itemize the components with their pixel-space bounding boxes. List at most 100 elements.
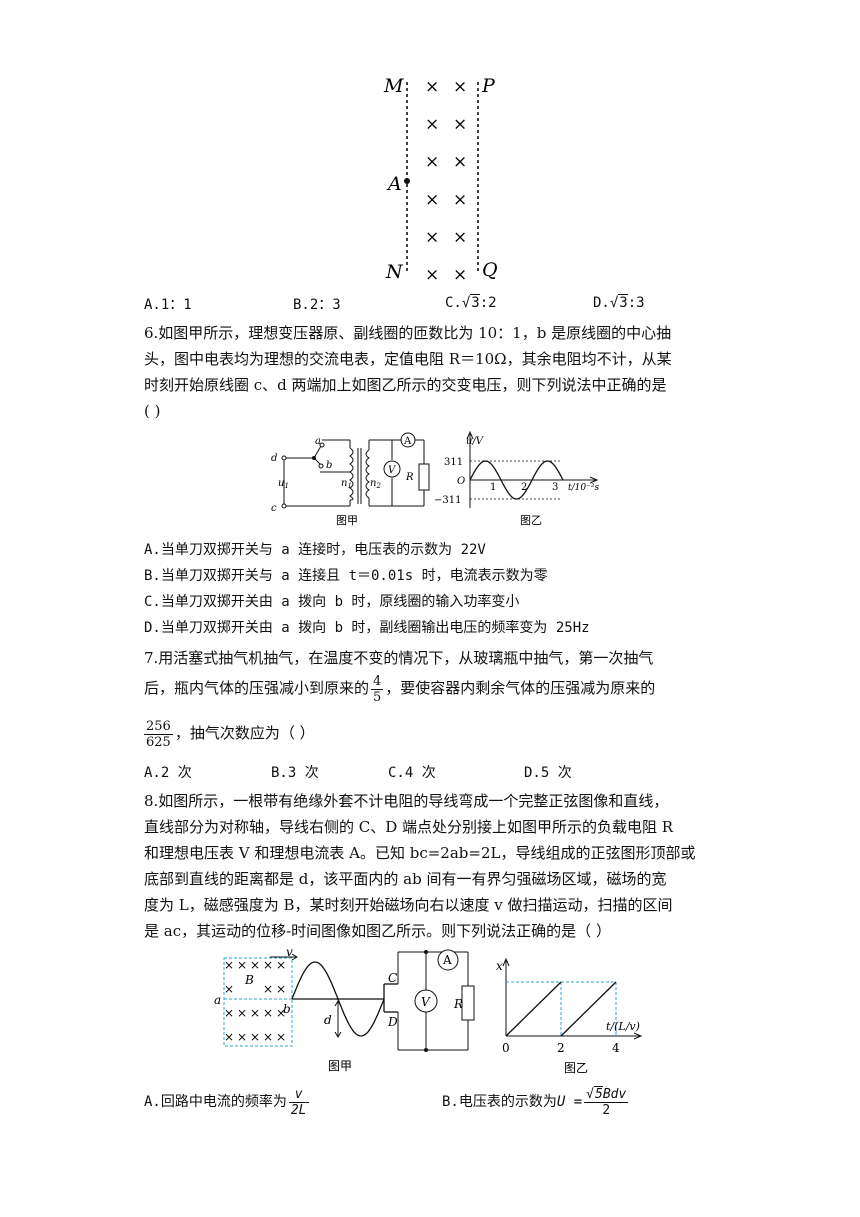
field-cross: × [425, 152, 439, 172]
fraction-numerator: v [288, 1087, 309, 1103]
caption-fig-jia: 图甲 [336, 514, 358, 527]
label-N: N [385, 261, 404, 283]
field-cross: × [263, 982, 273, 996]
sawtooth-segment-2 [560, 981, 617, 1037]
q8-option-a-text: A.回路中电流的频率为 [144, 1094, 287, 1110]
q5-option-d: D.√3:3 [593, 294, 645, 312]
sqrt-symbol: √3 [461, 294, 480, 311]
label-b: b [326, 460, 332, 471]
q8-line-4: 底部到直线的距离都是 d，该平面内的 ab 间有一有界匀强磁场区域，磁场的宽 [144, 870, 667, 888]
label-Q: Q [482, 259, 498, 281]
magnetic-field-region [223, 957, 293, 1047]
field-cross: × [263, 1030, 273, 1044]
label-u: u1 [278, 478, 289, 490]
label-R: R [453, 997, 463, 1011]
label-A: A [386, 173, 402, 195]
velocity-arrowhead [291, 953, 298, 961]
q6-option-d: D.当单刀双掷开关由 a 拨向 b 时，副线圈输出电压的频率变为 25Hz [144, 620, 590, 636]
q7-line-2-text-a: 后，瓶内气体的压强减小到原来的 [144, 679, 370, 697]
label-b: b [283, 1002, 291, 1016]
q5-option-c-tail: :2 [479, 295, 497, 311]
figure-transformer-circuit: a b d c u1 n1 n2 R A V 图甲 [271, 432, 430, 527]
label-B: B [244, 973, 254, 987]
field-cross: × [453, 115, 467, 135]
xtick-2: 2 [557, 1041, 565, 1055]
q6-line-1: 6.如图甲所示，理想变压器原、副线圈的匝数比为 10：1，b 是原线圈的中心抽 [144, 324, 672, 342]
sine-wave-series [469, 460, 564, 500]
point-A [404, 178, 410, 184]
field-cross: × [224, 1006, 234, 1020]
field-cross: × [224, 958, 234, 972]
field-cross: × [425, 190, 439, 210]
field-cross: × [224, 1030, 234, 1044]
label-P: P [481, 75, 496, 97]
field-cross: × [453, 77, 467, 97]
field-cross: × [453, 265, 467, 285]
x-axis-label: t/(L/v) [606, 1020, 640, 1033]
label-n1: n1 [341, 478, 352, 490]
label-d: d [324, 1013, 332, 1027]
q8-line-5: 度为 L，磁感强度为 B，某时刻开始磁场向右以速度 v 做扫描运动，扫描的区间 [144, 896, 673, 914]
junction-dot [424, 1048, 428, 1052]
field-cross: × [425, 265, 439, 285]
numerator-tail: Bdv [602, 1086, 627, 1102]
q8-option-b-text: B.电压表的示数为 [442, 1094, 557, 1110]
fraction-numerator: 4 [371, 673, 384, 690]
q7-option-b: B.3 次 [271, 765, 319, 781]
field-cross: × [425, 227, 439, 247]
q6-option-c: C.当单刀双掷开关由 a 拨向 b 时，原线圈的输入功率变小 [144, 594, 520, 610]
y-axis-label: x [496, 959, 503, 973]
q7-option-c: C.4 次 [388, 765, 436, 781]
label-R: R [405, 472, 414, 483]
q6-option-b: B.当单刀双掷开关与 a 连接且 t＝0.01s 时，电流表示数为零 [144, 568, 548, 584]
q5-option-c: C.√3:2 [445, 294, 497, 312]
x-axis-label: t/10⁻²s [568, 483, 599, 493]
sawtooth-segment-1 [505, 981, 562, 1037]
q5-option-d-prefix: D. [593, 295, 610, 311]
voltmeter-V: V [388, 465, 397, 476]
field-cross: × [276, 1006, 286, 1020]
y-axis-arrow [466, 430, 474, 440]
field-cross: × [263, 1006, 273, 1020]
label-n2: n2 [370, 478, 381, 490]
caption-fig-jia: 图甲 [328, 1059, 352, 1073]
sqrt-symbol: √3 [609, 294, 628, 311]
xtick-1: 1 [490, 482, 496, 493]
xtick-4: 4 [612, 1041, 620, 1055]
origin-label: O [457, 476, 465, 487]
figure-ac-voltage-chart: u/V 311 O −311 1 2 3 t/10⁻²s 图乙 [434, 430, 599, 527]
q8-line-2: 直线部分为对称轴，导线右侧的 C、D 端点处分别接上如图甲所示的负载电阻 R [144, 818, 674, 836]
q8-line-1: 8.如图所示，一根带有绝缘外套不计电阻的导线弯成一个完整正弦图像和直线， [144, 792, 669, 810]
field-cross: × [237, 1006, 247, 1020]
field-cross: × [453, 190, 467, 210]
ammeter-A: A [403, 436, 412, 447]
sqrt-symbol: √5 [586, 1085, 603, 1102]
fraction-denominator: 5 [373, 689, 382, 705]
q6-line-4: ( ) [144, 402, 161, 420]
fraction-numerator: √5Bdv [584, 1085, 629, 1103]
x-axis-arrow [633, 1032, 643, 1040]
fraction-denominator: 2L [290, 1102, 307, 1118]
label-d: d [271, 453, 277, 464]
field-cross: × [224, 982, 234, 996]
q7-line-2-text-b: ，要使容器内剩余气体的压强减为原来的 [385, 679, 656, 697]
label-a: a [214, 993, 221, 1007]
q8-line-3: 和理想电压表 V 和理想电流表 A。已知 bc=2ab=2L，导线组成的正弦图形… [144, 844, 696, 862]
ytick-positive: 311 [444, 457, 463, 468]
figure-xt-chart: x t/(L/v) 0 2 4 图乙 [496, 957, 643, 1075]
field-cross: × [276, 982, 286, 996]
field-cross: × [250, 1030, 260, 1044]
junction-dot [424, 950, 428, 954]
q7-line-1: 7.用活塞式抽气机抽气，在温度不变的情况下，从玻璃瓶中抽气，第一次抽气 [144, 649, 654, 667]
formula-lhs: U = [556, 1094, 583, 1110]
load-circuit [397, 949, 475, 1051]
sqrt-radicand: 3 [618, 294, 628, 311]
caption-fig-yi: 图乙 [520, 514, 542, 527]
sqrt-radicand: 5 [593, 1085, 603, 1102]
